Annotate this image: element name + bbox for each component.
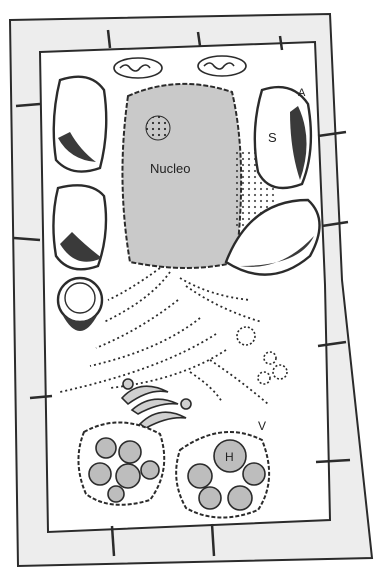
amyloplast-label: A — [298, 87, 306, 99]
starch-label: S — [268, 130, 277, 145]
vacuole-label: V — [258, 419, 266, 433]
body-label: H — [225, 450, 234, 464]
amyloplasts-left — [53, 77, 106, 331]
nucleolus — [146, 116, 170, 140]
nucleus-label: Nucleo — [150, 161, 190, 176]
organelle-bottom-left — [78, 422, 164, 504]
